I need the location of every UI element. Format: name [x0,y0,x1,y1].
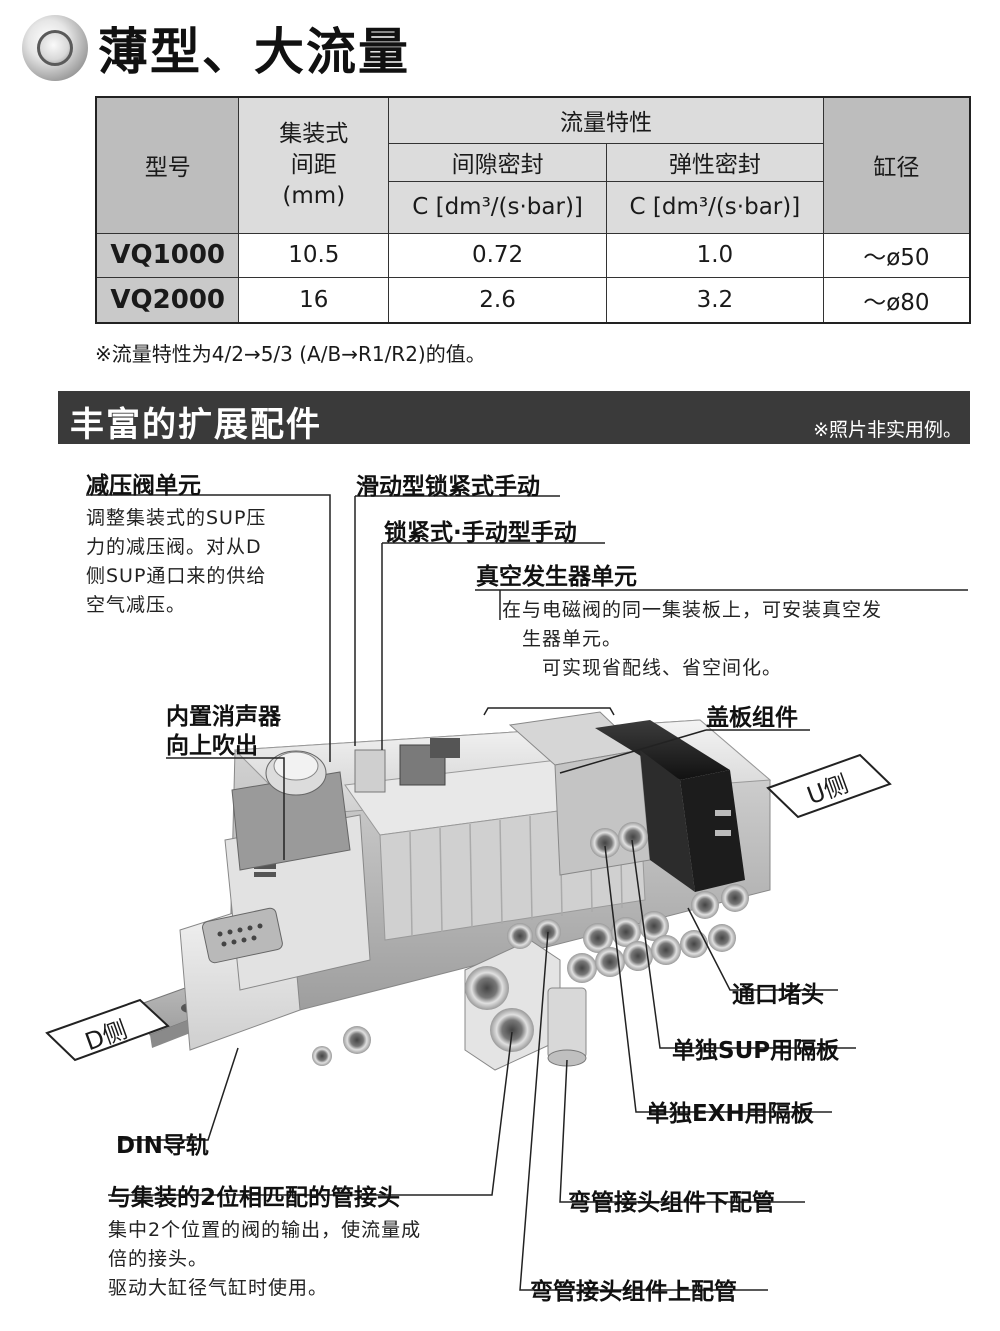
double-fitting [464,919,561,1071]
regulator-unit [231,750,351,871]
page-title: 薄型、大流量 [98,22,410,81]
title-block: 薄型、大流量 [22,8,410,88]
label-lock-manual: 锁紧式·手动型手动 [384,520,577,546]
header-unit-elastic: C [dm³/(s·bar)] [605,180,824,234]
table-footnote: ※流量特性为4/2→5/3 (A/B→R1/R2)的值。 [95,342,486,366]
label-sup-block: 单独SUP用隔板 [672,1038,840,1064]
label-slide-lock: 滑动型锁紧式手动 [356,474,540,500]
desc-vacuum-unit: 在与电磁阀的同一集装板上，可安装真空发 生器单元。 可实现省配线、省空间化。 [502,599,883,679]
header-model: 型号 [95,96,240,234]
header-pitch-line3: (mm) [282,182,346,209]
u-side-tag [766,753,892,819]
label-port-plug: 通口堵头 [732,982,824,1008]
cell-pitch: 16 [238,276,390,324]
label-elbow-up: 弯管接头组件上配管 [530,1279,737,1305]
circle-bullet-icon [22,15,88,81]
header-pitch: 集装式 间距 (mm) [238,96,390,234]
cell-elastic: 1.0 [605,232,824,278]
label-exh-block: 单独EXH用隔板 [646,1101,814,1127]
cell-gap: 0.72 [388,232,607,278]
d-side-end-block [179,814,371,1066]
desc-double-fitting: 集中2个位置的阀的输出，使流量成 倍的接头。 驱动大缸径气缸时使用。 [108,1219,422,1299]
cell-model: VQ1000 [95,232,240,278]
label-double-fitting: 与集装的2位相匹配的管接头 [108,1185,401,1211]
cell-elastic: 3.2 [605,276,824,324]
port-fittings [567,822,749,983]
label-elbow-down: 弯管接头组件下配管 [568,1190,775,1216]
manifold-illustration [45,494,968,1291]
d-side-tag [45,998,170,1062]
header-pitch-line2: 间距 [290,151,337,178]
cell-gap: 2.6 [388,276,607,324]
section-note: ※照片非实用例。 [813,419,962,441]
label-silencer: 内置消声器 向上吹出 [166,704,281,759]
elbow-fitting [547,987,587,1067]
header-elastic-seal: 弹性密封 [605,142,824,182]
cell-model: VQ2000 [95,276,240,324]
section-title: 丰富的扩展配件 [70,405,322,445]
manifold-diagram: 减压阀单元 调整集装式的SUP压 力的减压阀。对从D 侧SUP通口来的供给 空气… [0,450,1000,1331]
desc-pressure-unit: 调整集装式的SUP压 力的减压阀。对从D 侧SUP通口来的供给 空气减压。 [86,507,267,616]
cell-pitch: 10.5 [238,232,390,278]
header-gap-seal: 间隙密封 [388,142,607,182]
cover-plate [595,720,745,892]
label-pressure-unit: 减压阀单元 [86,473,201,499]
cell-bore: ～ø50 [822,232,971,278]
header-flow: 流量特性 [388,96,824,144]
label-cover: 盖板组件 [706,705,798,731]
cell-bore: ～ø80 [822,276,971,324]
spec-table: 型号 集装式 间距 (mm) 流量特性 缸径 间隙密封 弹性密封 C [dm³/… [95,96,971,324]
header-pitch-line1: 集装式 [279,120,349,147]
header-bore: 缸径 [822,96,971,234]
header-unit-gap: C [dm³/(s·bar)] [388,180,607,234]
label-vacuum-unit: 真空发生器单元 [476,564,637,590]
label-din-rail: DIN导轨 [116,1133,209,1159]
table-row: VQ2000 16 2.6 3.2 ～ø80 [95,276,971,324]
table-row: VQ1000 10.5 0.72 1.0 ～ø50 [95,232,971,278]
leader-lines [86,494,968,1291]
section-header: 丰富的扩展配件 ※照片非实用例。 [58,391,970,445]
